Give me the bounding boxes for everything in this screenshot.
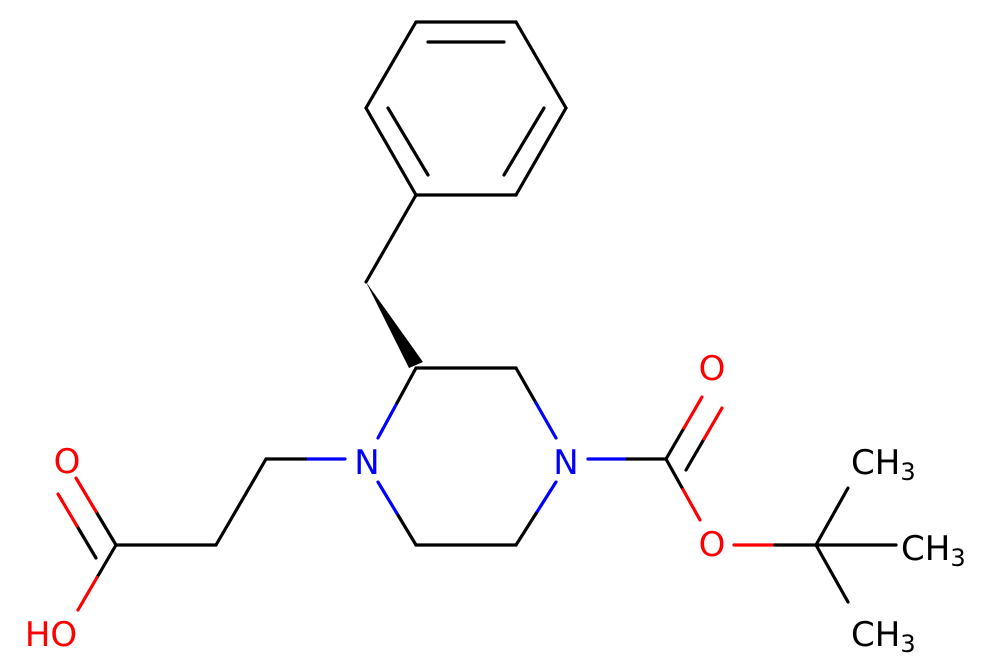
methyl-right-label: CH3 xyxy=(901,529,966,572)
benzene-bond-2 xyxy=(514,20,568,110)
ring-bond-n4-c5-a xyxy=(534,480,558,516)
boc-ester-bond-b xyxy=(681,487,702,522)
ring-bond-c6-n1-a xyxy=(395,511,418,547)
hydroxyl-label: HO xyxy=(25,615,77,655)
benzene-bond-3 xyxy=(514,106,568,197)
nitrogen-4-label: N xyxy=(553,443,578,483)
ring-bond-n1-c2-a xyxy=(376,401,399,440)
tbu-methyl-bond-top xyxy=(814,486,850,547)
methyl-top-label: CH3 xyxy=(851,443,916,486)
benzene-bond-5 xyxy=(364,106,418,197)
boc-carbonyl-bond-2-b xyxy=(702,406,724,441)
boc-carbonyl-oxygen-label: O xyxy=(699,349,726,389)
boc-ester-bond-a xyxy=(664,457,685,492)
boc-carbonyl-bond-2-a xyxy=(684,437,706,472)
acid-carbonyl-bond-1-a xyxy=(94,509,118,547)
benzene-bond-6 xyxy=(364,20,418,110)
stereo-wedge-bond xyxy=(366,282,423,368)
ring-bond-c6-n1-b xyxy=(376,480,399,516)
acid-carbonyl-bond-2-a xyxy=(75,524,98,560)
bonds xyxy=(56,20,898,612)
boc-carbonyl-bond-1-b xyxy=(682,395,704,430)
acid-hydroxyl-bond-b xyxy=(76,575,99,612)
tbu-methyl-bond-bottom xyxy=(814,543,850,604)
acid-carbonyl-bond-2-b xyxy=(56,492,79,528)
acid-carbonyl-oxygen-label: O xyxy=(54,442,81,482)
benzyl-bond xyxy=(364,193,418,284)
chain-bond-ca-cb xyxy=(214,457,268,547)
ester-oxygen-label: O xyxy=(699,525,726,565)
methyl-bottom-label: CH3 xyxy=(851,615,916,658)
ring-bond-c3-n4-a xyxy=(514,366,538,405)
benzene-inner-bond-3 xyxy=(386,106,430,177)
atom-labels: N N O HO O O CH3 CH3 CH3 xyxy=(25,349,966,658)
benzene-inner-bond-2 xyxy=(502,106,546,177)
ring-bond-n4-c5-b xyxy=(514,511,538,547)
ring-bond-c3-n4-b xyxy=(534,401,558,440)
boc-carbonyl-bond-1-a xyxy=(664,426,686,461)
acid-carbonyl-bond-1-b xyxy=(74,476,98,514)
ring-bond-n1-c2-b xyxy=(395,366,418,405)
nitrogen-1-label: N xyxy=(354,443,379,483)
acid-hydroxyl-bond-a xyxy=(95,543,118,580)
